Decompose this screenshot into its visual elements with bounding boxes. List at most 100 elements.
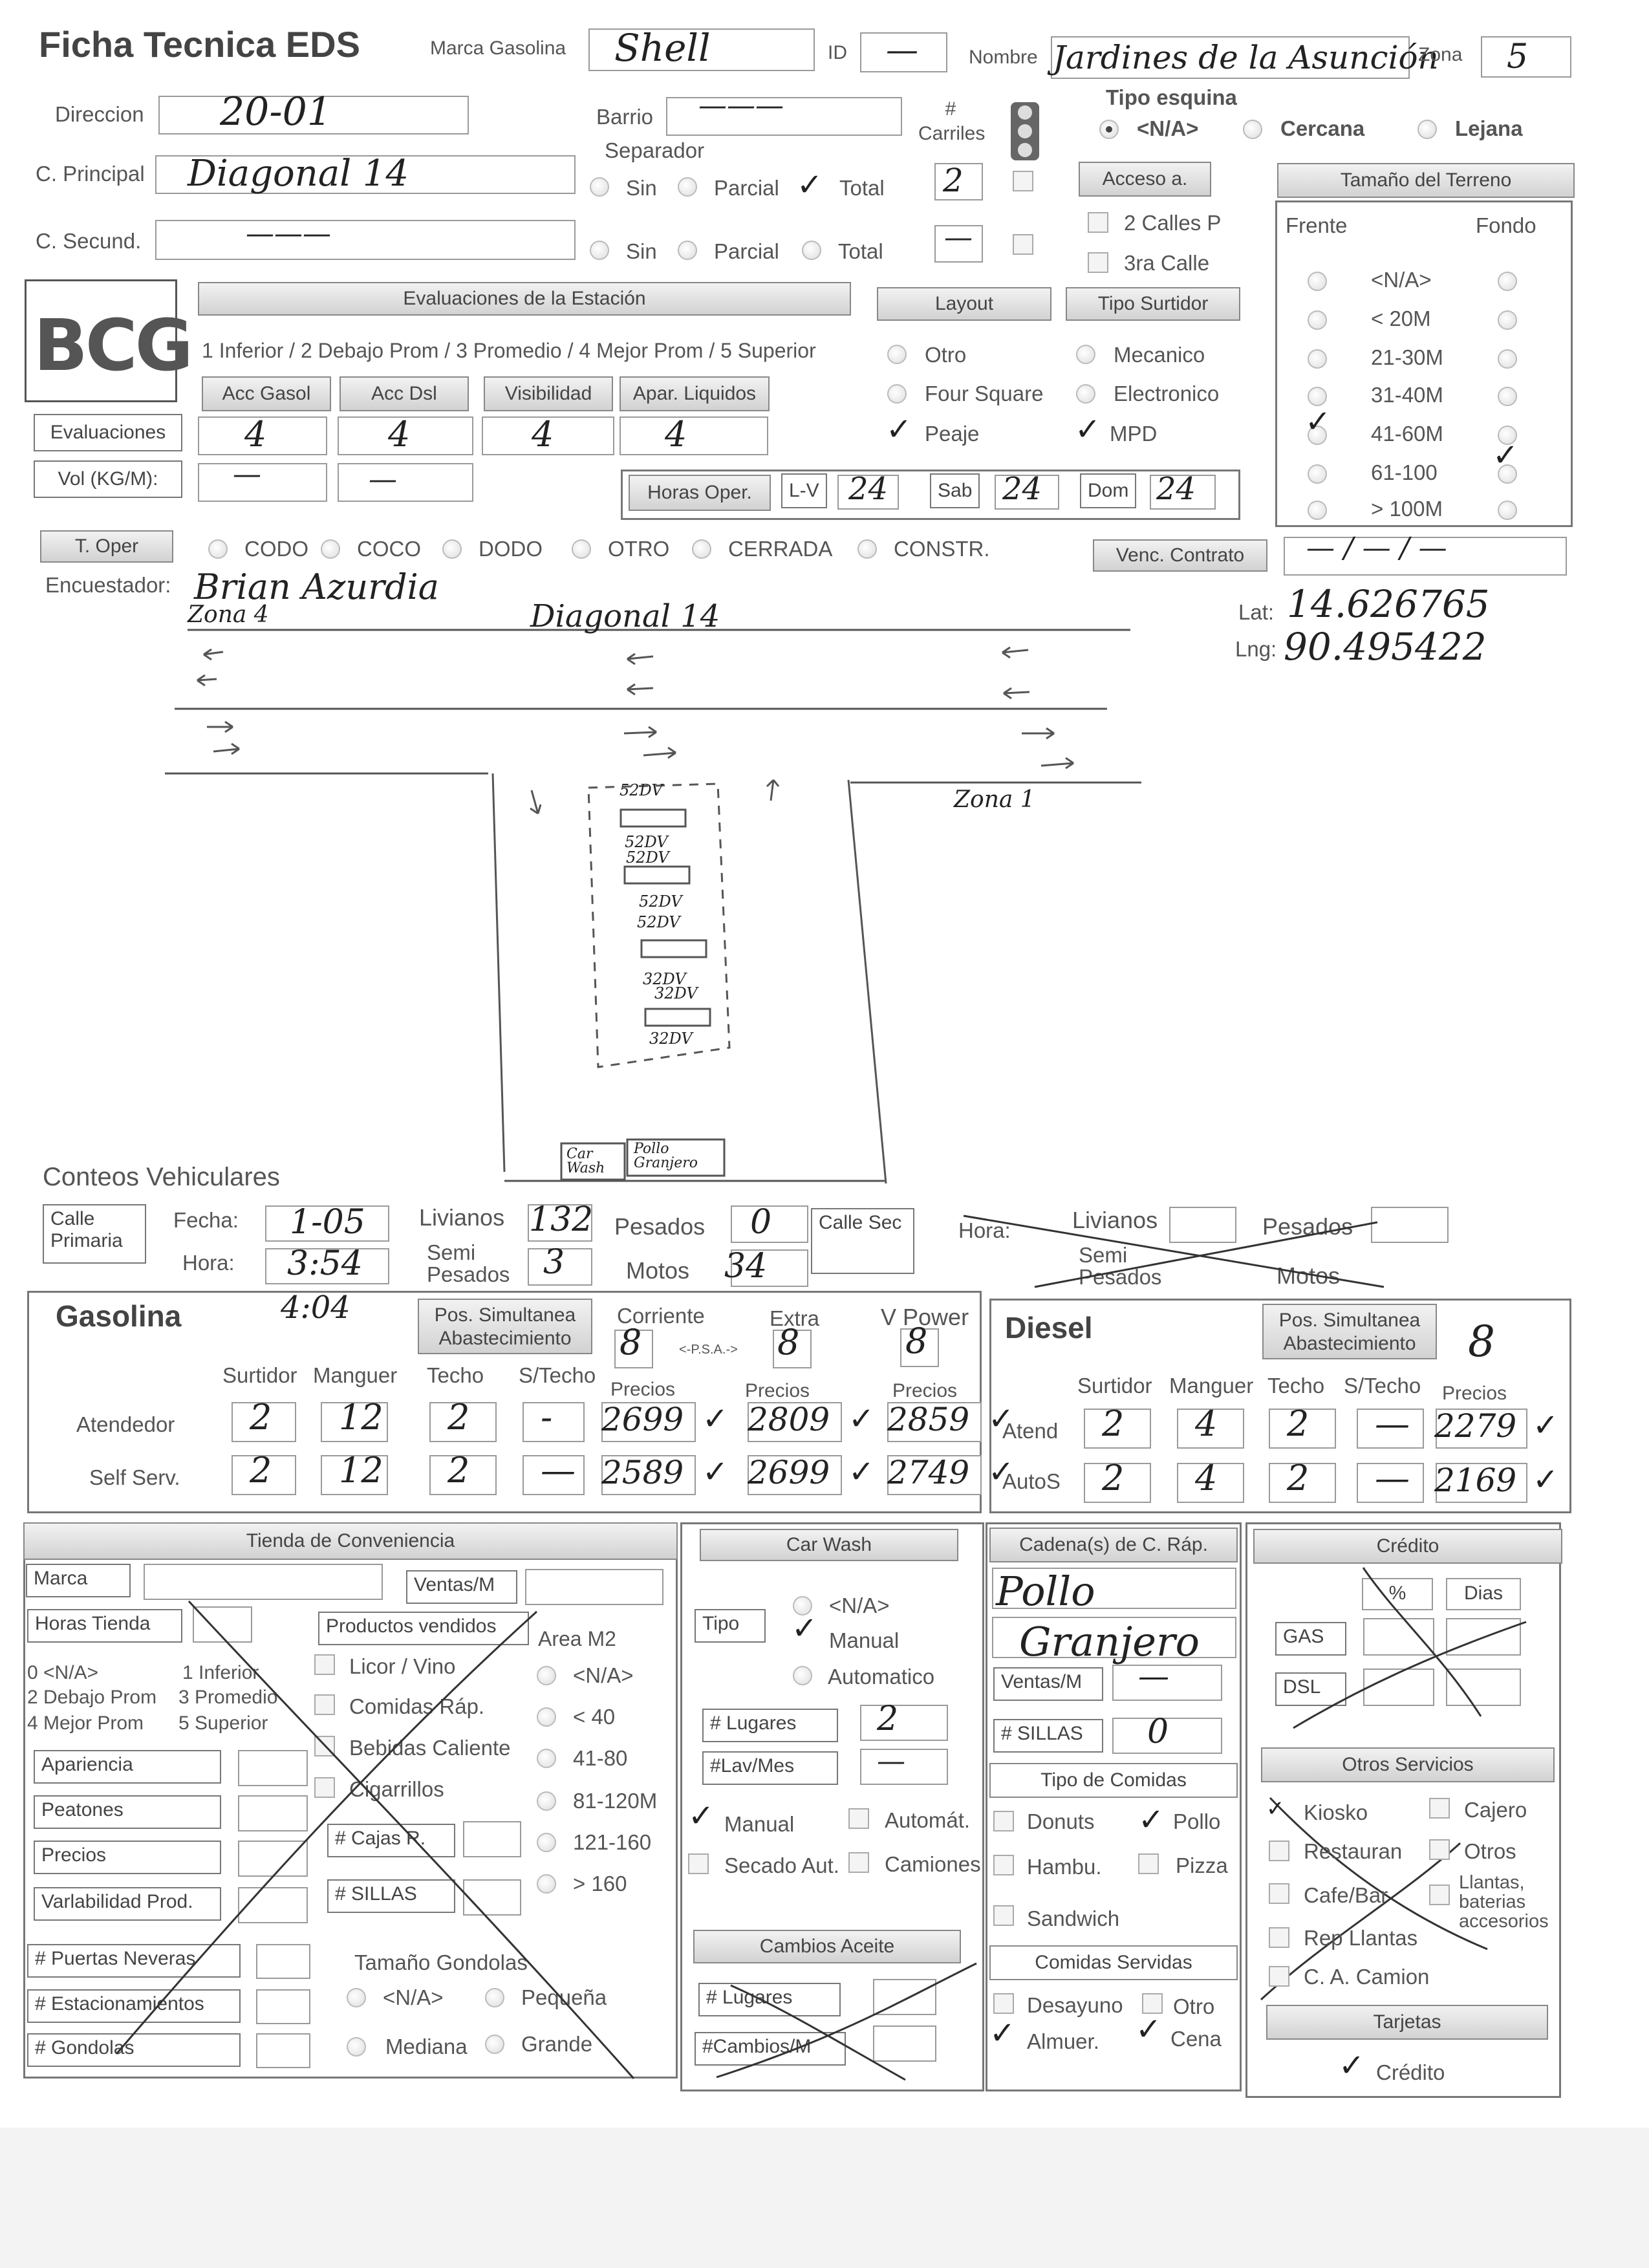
carriles-principal-field[interactable]	[934, 163, 983, 200]
toper-radio-5[interactable]	[857, 539, 877, 559]
carriles-principal-checkbox[interactable]	[1013, 171, 1033, 191]
gas-atend-price-field-0[interactable]	[601, 1402, 696, 1442]
gas-atend-field-1[interactable]	[321, 1402, 388, 1442]
fondo-radio-6[interactable]	[1498, 501, 1517, 520]
eval-acc-gasol-field[interactable]	[198, 416, 327, 455]
toper-radio-0[interactable]	[208, 539, 228, 559]
tienda-eval-field-3[interactable]	[238, 1887, 308, 1923]
carwash-secado-checkbox[interactable]	[688, 1853, 709, 1874]
gas-self-field-1[interactable]	[321, 1455, 388, 1495]
frente-radio-5[interactable]	[1308, 464, 1327, 484]
lv-field[interactable]	[837, 475, 899, 510]
toper-radio-1[interactable]	[321, 539, 340, 559]
fondo-radio-5[interactable]	[1498, 464, 1517, 484]
gas-atend-field-3[interactable]	[523, 1402, 585, 1442]
credito-dsl-dias[interactable]	[1446, 1669, 1521, 1706]
esquina-lejana-radio[interactable]	[1417, 120, 1437, 139]
toper-radio-2[interactable]	[442, 539, 462, 559]
barrio-field[interactable]	[666, 97, 902, 136]
sandwich-checkbox[interactable]	[993, 1905, 1014, 1926]
sec-pesados-field[interactable]	[1371, 1207, 1449, 1243]
rep-llantas-checkbox[interactable]	[1269, 1927, 1289, 1948]
desayuno-checkbox[interactable]	[993, 1993, 1014, 2014]
tienda-estacionamientos-field[interactable]	[256, 1989, 310, 2024]
fondo-radio-0[interactable]	[1498, 272, 1517, 291]
gas-atend-field-0[interactable]	[232, 1402, 296, 1442]
dsl-atend-field-3[interactable]	[1357, 1409, 1424, 1449]
layout-four-radio[interactable]	[887, 384, 907, 404]
dsl-autos-field-3[interactable]	[1357, 1463, 1424, 1503]
carwash-na-radio[interactable]	[793, 1596, 812, 1615]
toper-radio-4[interactable]	[692, 539, 711, 559]
sec-livianos-field[interactable]	[1169, 1207, 1236, 1243]
frente-radio-6[interactable]	[1308, 501, 1327, 520]
cadena-name-field-2[interactable]	[992, 1617, 1236, 1658]
esquina-cercana-radio[interactable]	[1243, 120, 1262, 139]
gas-self-field-0[interactable]	[232, 1455, 296, 1495]
fondo-radio-4[interactable]	[1498, 426, 1517, 445]
area-radio-1[interactable]	[537, 1707, 556, 1727]
marca-field[interactable]	[588, 28, 815, 71]
vol-gasol-field[interactable]	[198, 463, 327, 502]
gas-self-price-field-2[interactable]	[887, 1455, 982, 1495]
frente-radio-3[interactable]	[1308, 387, 1327, 406]
cs-total-radio[interactable]	[802, 241, 821, 260]
llantas-checkbox[interactable]	[1429, 1885, 1450, 1905]
cp-sin-radio[interactable]	[590, 177, 609, 197]
gas-self-price-field-0[interactable]	[601, 1455, 696, 1495]
fondo-radio-3[interactable]	[1498, 387, 1517, 406]
cadena-name-field-1[interactable]	[992, 1568, 1236, 1609]
carwash-lav-field[interactable]	[860, 1749, 948, 1785]
livianos-field[interactable]	[528, 1204, 592, 1242]
gas-self-field-3[interactable]	[523, 1455, 585, 1495]
area-radio-2[interactable]	[537, 1749, 556, 1768]
area-radio-5[interactable]	[537, 1874, 556, 1894]
tienda-sillas-field[interactable]	[463, 1879, 521, 1916]
vpower-pos-field[interactable]	[900, 1328, 939, 1367]
cadena-ventas-field[interactable]	[1112, 1665, 1222, 1701]
producto-checkbox-0[interactable]	[314, 1654, 335, 1675]
dsl-atend-price-field[interactable]	[1436, 1409, 1527, 1449]
area-radio-3[interactable]	[537, 1791, 556, 1811]
gondola-na-radio[interactable]	[347, 1988, 366, 2007]
dsl-atend-field-0[interactable]	[1084, 1409, 1151, 1449]
gondola-pequena-radio[interactable]	[485, 1988, 504, 2007]
eval-visibilidad-field[interactable]	[482, 416, 614, 455]
cambios-mes-field[interactable]	[873, 2025, 936, 2062]
cs-parcial-radio[interactable]	[678, 241, 697, 260]
producto-checkbox-3[interactable]	[314, 1777, 335, 1798]
gas-self-price-field-1[interactable]	[748, 1455, 842, 1495]
carriles-secund-checkbox[interactable]	[1013, 234, 1033, 255]
hambu-checkbox[interactable]	[993, 1855, 1014, 1875]
cafebar-checkbox[interactable]	[1269, 1883, 1289, 1904]
cadena-sillas-field[interactable]	[1112, 1718, 1222, 1754]
tienda-puertas-field[interactable]	[256, 1944, 310, 1979]
dsl-autos-field-1[interactable]	[1177, 1463, 1244, 1503]
carriles-secund-field[interactable]	[934, 225, 983, 263]
area-radio-0[interactable]	[537, 1666, 556, 1685]
dom-field[interactable]	[1150, 475, 1216, 510]
cajas-field[interactable]	[463, 1821, 521, 1857]
surtidor-electronico-radio[interactable]	[1076, 384, 1095, 404]
gondola-grande-radio[interactable]	[485, 2035, 504, 2054]
fecha-field[interactable]	[265, 1205, 389, 1242]
carwash-lugares-field[interactable]	[860, 1705, 948, 1741]
carwash-automat-checkbox[interactable]	[848, 1808, 869, 1829]
frente-radio-2[interactable]	[1308, 349, 1327, 369]
venc-field[interactable]	[1284, 537, 1567, 576]
cajero-checkbox[interactable]	[1429, 1798, 1450, 1819]
gas-self-field-2[interactable]	[429, 1455, 497, 1495]
dsl-atend-field-2[interactable]	[1269, 1409, 1336, 1449]
direccion-field[interactable]	[158, 96, 469, 135]
corriente-pos-field[interactable]	[614, 1330, 653, 1368]
id-field[interactable]	[860, 32, 947, 72]
tienda-eval-field-1[interactable]	[238, 1795, 308, 1831]
cs-sin-radio[interactable]	[590, 241, 609, 260]
csecund-field[interactable]	[155, 220, 576, 260]
tienda-gondolas-field[interactable]	[256, 2033, 310, 2068]
cp-parcial-radio[interactable]	[678, 177, 697, 197]
nombre-field[interactable]	[1051, 36, 1410, 79]
acceso-2calles-checkbox[interactable]	[1088, 212, 1108, 233]
fondo-radio-1[interactable]	[1498, 310, 1517, 330]
producto-checkbox-1[interactable]	[314, 1694, 335, 1715]
